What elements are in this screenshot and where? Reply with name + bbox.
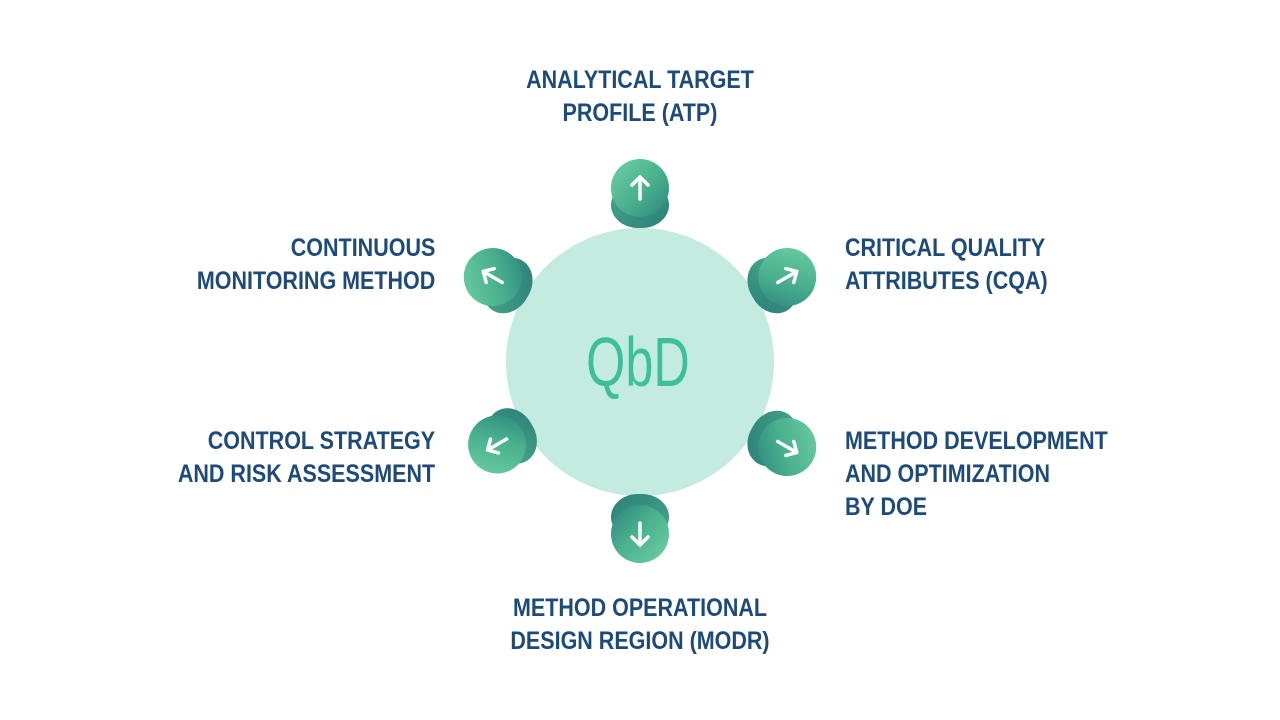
center-circle	[506, 228, 774, 496]
node-label-continuous-monitoring: CONTINUOUS MONITORING METHOD	[197, 232, 435, 298]
node-label-line: AND OPTIMIZATION	[845, 460, 1051, 488]
node-label-line: MONITORING METHOD	[196, 267, 435, 295]
node-label-line: PROFILE (ATP)	[562, 99, 718, 127]
bubble-upper-left	[463, 248, 533, 314]
node-label-line: DESIGN REGION (MODR)	[510, 627, 770, 655]
arrow-down-icon	[630, 521, 650, 547]
arrow-down-left-icon	[485, 437, 509, 455]
arrow-up-right-icon	[775, 266, 799, 285]
node-label-line: METHOD OPERATIONAL	[512, 594, 768, 622]
node-label-atp: ANALYTICAL TARGET PROFILE (ATP)	[468, 64, 812, 130]
bubble-top	[611, 159, 669, 228]
bubble-lower-right	[747, 410, 817, 476]
node-label-line: BY DOE	[845, 493, 928, 521]
arrow-up-icon	[630, 175, 650, 201]
node-label-line: METHOD DEVELOPMENT	[845, 427, 1108, 455]
node-label-line: ANALYTICAL TARGET	[526, 66, 754, 94]
node-label-method-development: METHOD DEVELOPMENT AND OPTIMIZATION BY D…	[845, 425, 1108, 524]
node-label-line: CONTROL STRATEGY	[207, 427, 435, 455]
arrow-up-left-icon	[481, 266, 505, 285]
node-label-cqa: CRITICAL QUALITY ATTRIBUTES (CQA)	[845, 232, 1048, 298]
node-label-modr: METHOD OPERATIONAL DESIGN REGION (MODR)	[468, 592, 812, 658]
node-label-line: CONTINUOUS	[290, 234, 435, 262]
bubble-lower-left	[468, 408, 537, 474]
center-label: QbD	[586, 323, 690, 401]
node-label-control-strategy: CONTROL STRATEGY AND RISK ASSESSMENT	[178, 425, 435, 491]
node-label-line: CRITICAL QUALITY	[845, 234, 1046, 262]
arrow-down-right-icon	[775, 439, 799, 458]
node-label-line: ATTRIBUTES (CQA)	[845, 267, 1048, 295]
bubble-upper-right	[747, 248, 817, 314]
bubble-bottom	[611, 494, 669, 563]
node-label-line: AND RISK ASSESSMENT	[177, 460, 435, 488]
